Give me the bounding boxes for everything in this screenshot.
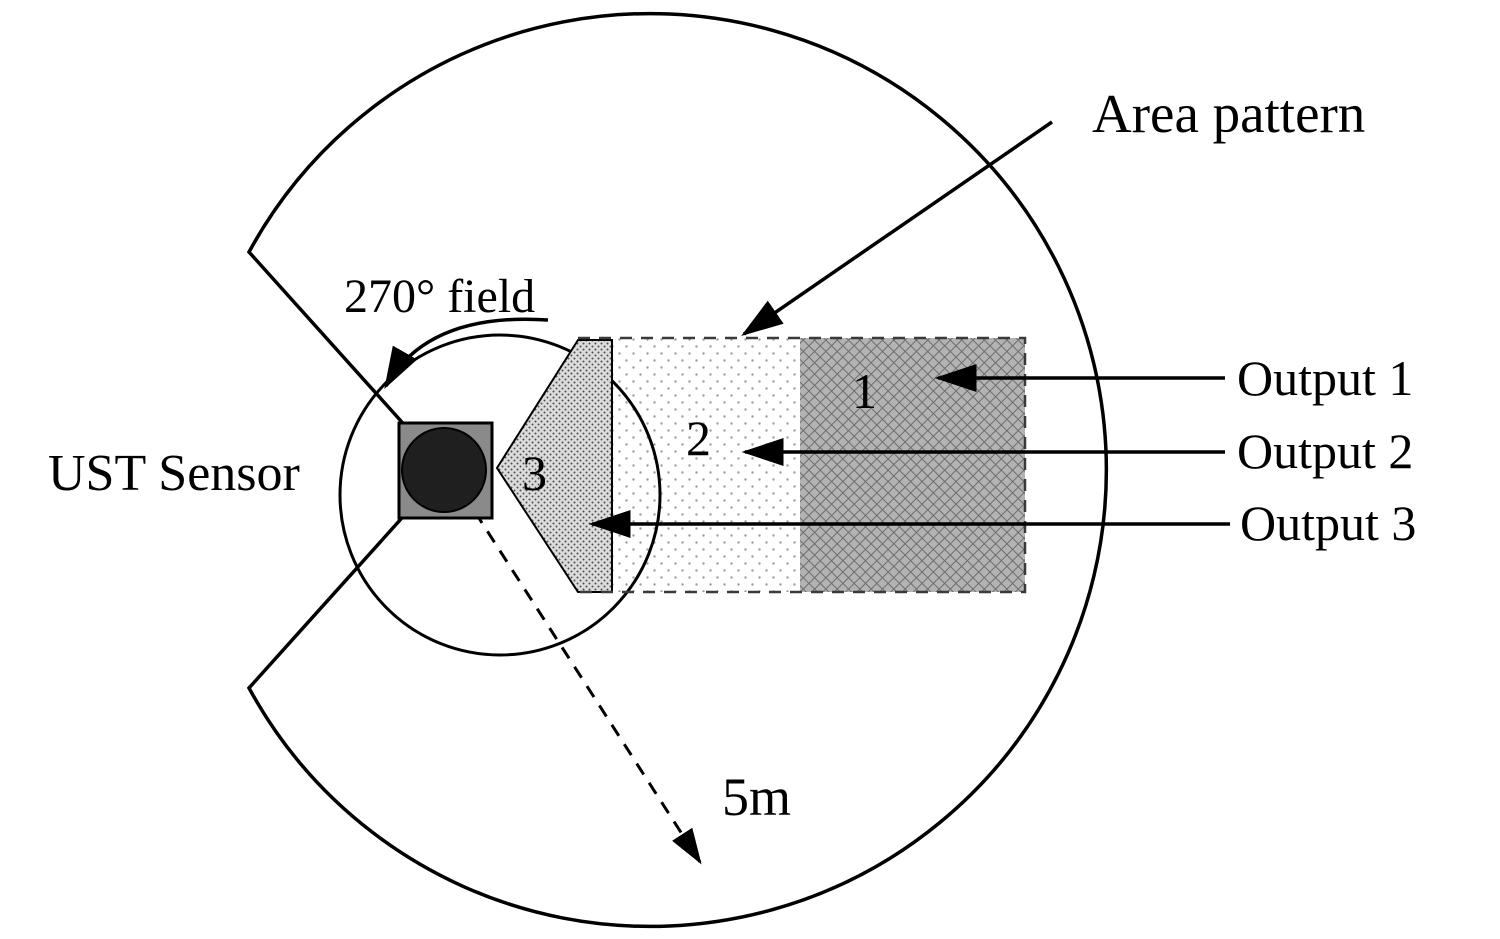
area-pattern-label: Area pattern: [1092, 83, 1365, 144]
ust-sensor-label: UST Sensor: [48, 445, 300, 502]
zone-3-number: 3: [522, 445, 547, 501]
output-3-label: Output 3: [1240, 495, 1416, 551]
area-pattern-arrow: [741, 120, 1053, 336]
detection-zone-1: [800, 338, 1025, 592]
output-2-label: Output 2: [1237, 423, 1413, 479]
output-1-label: Output 1: [1237, 350, 1413, 406]
field-of-view-label: 270° field: [344, 270, 535, 323]
zone-2-number: 2: [686, 410, 711, 466]
area-pattern-dashed-outline: [578, 336, 1027, 594]
sensor-range-circle: [338, 333, 662, 657]
range-label: 5m: [722, 767, 791, 827]
field-arc-arrow: [384, 317, 549, 390]
range-arrow-5m: [473, 511, 702, 865]
zone-1-number: 1: [852, 363, 877, 419]
ust-sensor-emitter: [401, 427, 487, 513]
detection-zone-3: [495, 339, 613, 593]
